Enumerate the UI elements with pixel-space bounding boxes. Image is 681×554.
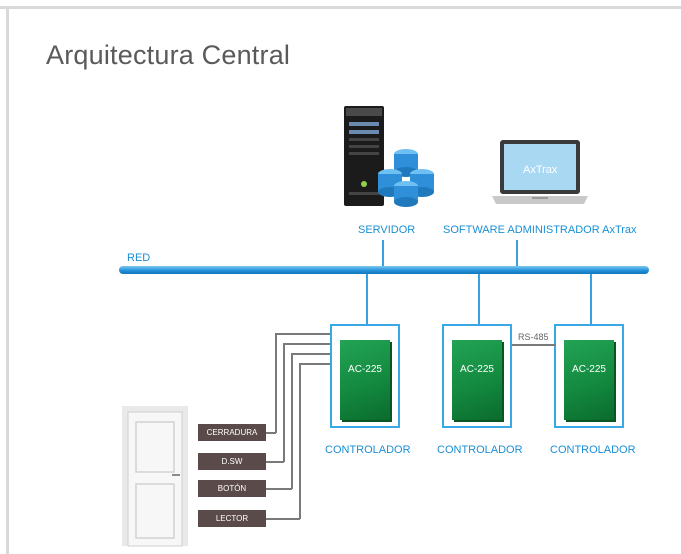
server-label: SERVIDOR: [358, 224, 416, 236]
wire-cerradura-v: [275, 333, 277, 433]
rs485-line: [512, 344, 556, 346]
laptop-icon: [492, 140, 588, 204]
wire-cerradura-top: [275, 333, 330, 335]
device-dsw: D.SW: [198, 453, 266, 470]
server-link: [382, 240, 384, 268]
network-label: RED: [127, 252, 151, 264]
door-icon: [122, 406, 188, 547]
server-icon: [344, 106, 434, 207]
device-lector: LECTOR: [198, 510, 266, 527]
wire-cerradura-h: [266, 432, 276, 434]
controller-3-link: [590, 274, 592, 324]
laptop-screen-text: AxTrax: [523, 164, 558, 176]
device-boton: BOTÓN: [198, 480, 266, 497]
controller-2: AC-225: [442, 324, 512, 428]
wire-dsw-top: [283, 343, 330, 345]
network-bus: [119, 266, 649, 274]
controller-2-model: AC-225: [460, 364, 494, 375]
frame-border-left: [6, 6, 9, 554]
wire-boton-top: [291, 353, 330, 355]
software-label: SOFTWARE ADMINISTRADOR AxTrax: [443, 224, 637, 236]
controller-1-model: AC-225: [348, 364, 382, 375]
wire-boton-h: [266, 488, 292, 490]
wire-lector-v: [299, 363, 301, 519]
frame-border-top: [0, 6, 681, 9]
page-title: Arquitectura Central: [46, 40, 291, 70]
controller-3-model: AC-225: [572, 364, 606, 375]
wire-dsw-v: [283, 343, 285, 462]
controller-3: AC-225: [554, 324, 624, 428]
controller-1-board: AC-225: [340, 340, 390, 420]
controller-3-caption: CONTROLADOR: [550, 444, 636, 456]
wire-lector-h: [266, 518, 300, 520]
wire-dsw-h: [266, 461, 284, 463]
controller-1: AC-225: [330, 324, 400, 428]
wire-lector-top: [299, 363, 330, 365]
controller-3-board: AC-225: [564, 340, 614, 420]
controller-1-caption: CONTROLADOR: [325, 444, 411, 456]
device-cerradura: CERRADURA: [198, 424, 266, 441]
software-link: [516, 240, 518, 268]
controller-2-link: [478, 274, 480, 324]
controller-1-link: [366, 274, 368, 324]
controller-2-caption: CONTROLADOR: [437, 444, 523, 456]
wire-boton-v: [291, 353, 293, 489]
controller-2-board: AC-225: [452, 340, 502, 420]
rs485-label: RS-485: [518, 332, 549, 342]
